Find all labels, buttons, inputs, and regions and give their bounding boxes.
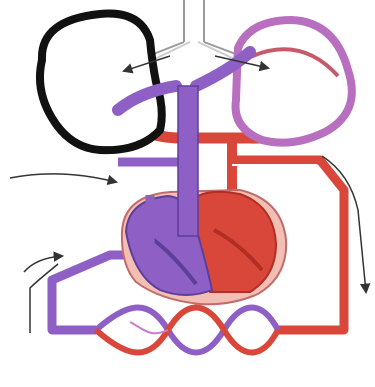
right-lung [236,20,352,143]
pulmonary-trunk [178,86,198,236]
arrow-into-heart [10,174,116,182]
capillary-bed [96,308,278,353]
arrow-up-left [24,256,62,272]
left-lung [40,14,162,151]
